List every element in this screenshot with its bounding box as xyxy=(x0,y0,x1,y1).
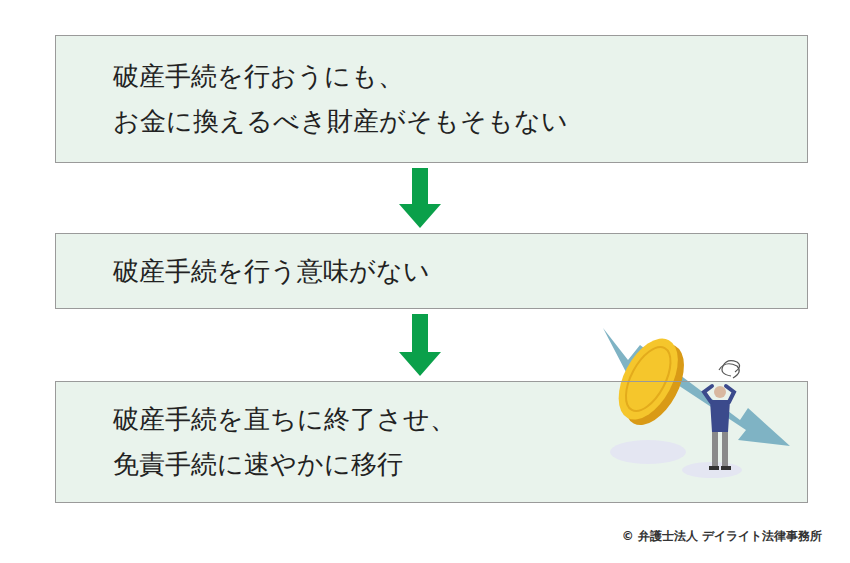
box-text: 破産手続を直ちに終了させ、 免責手続に速やかに移行 xyxy=(113,397,593,487)
flow-arrow xyxy=(399,168,441,228)
box-fill xyxy=(55,381,808,503)
copyright-note: © 弁護士法人 デイライト法律事務所 xyxy=(622,528,822,545)
box-text: 破産手続を行おうにも、 お金に換えるべき財産がそもそもない xyxy=(113,54,593,144)
shadow xyxy=(610,440,686,464)
box-fill xyxy=(55,35,808,163)
process-box: 破産手続を直ちに終了させ、 免責手続に速やかに移行 xyxy=(55,381,808,503)
flow-arrow xyxy=(399,314,441,376)
box-text: 破産手続を行う意味がない xyxy=(113,249,593,294)
person xyxy=(704,361,740,470)
process-box: 破産手続を行おうにも、 お金に換えるべき財産がそもそもない xyxy=(55,35,808,163)
process-box: 破産手続を行う意味がない xyxy=(55,233,808,309)
falling-arrow xyxy=(603,328,790,446)
